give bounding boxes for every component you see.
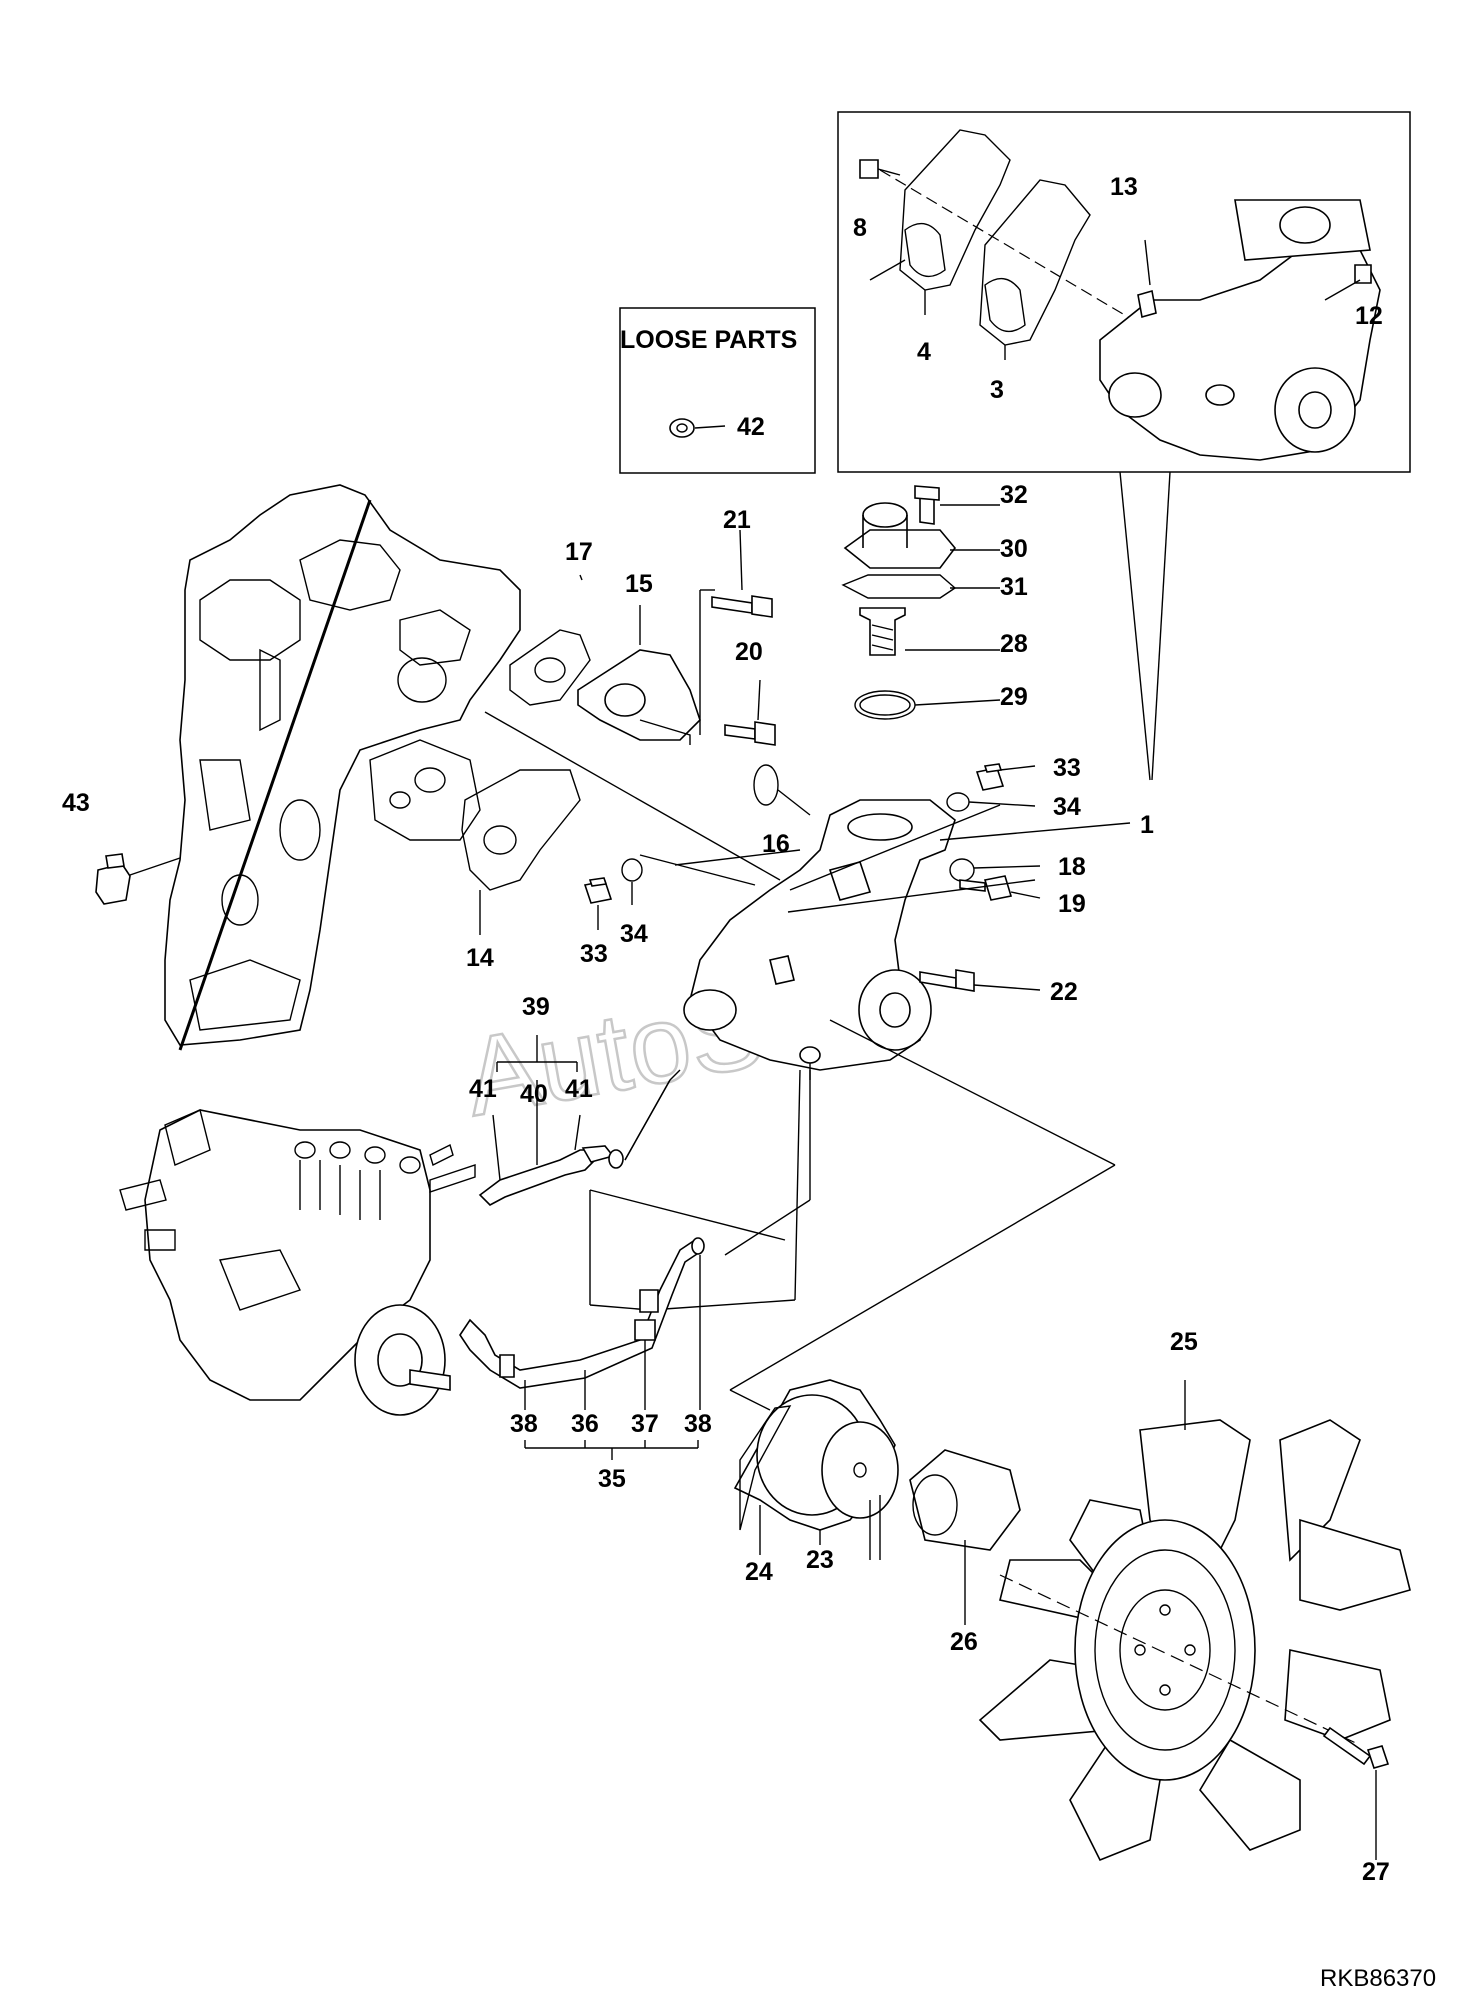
callout-38-left: 38 [510, 1410, 538, 1438]
callout-21: 21 [723, 506, 751, 534]
callout-33-right: 33 [1053, 754, 1081, 782]
callout-38-right: 38 [684, 1410, 712, 1438]
callout-40: 40 [520, 1080, 548, 1108]
plug-33-34-right [946, 763, 1036, 812]
bolt-18-19 [949, 858, 1041, 901]
cylinder-head-block [164, 484, 521, 1051]
loose-parts-box: LOOSE PARTS [619, 307, 816, 474]
callout-34-left: 34 [620, 920, 648, 948]
callout-1: 1 [1140, 811, 1154, 839]
callout-22: 22 [1050, 978, 1078, 1006]
callout-14: 14 [466, 944, 494, 972]
callout-39: 39 [522, 993, 550, 1021]
callout-labels: 8 13 12 4 3 42 32 21 17 15 30 31 28 20 2… [62, 173, 1390, 1886]
callout-24: 24 [745, 1558, 773, 1586]
callout-34-right: 34 [1053, 793, 1081, 821]
drain-plug-43 [95, 853, 181, 905]
callout-42: 42 [737, 413, 765, 441]
callout-20: 20 [735, 638, 763, 666]
callout-18: 18 [1058, 853, 1086, 881]
plug-33-34-left [583, 858, 643, 930]
callout-16: 16 [762, 830, 790, 858]
leader-1 [939, 822, 1131, 841]
thermostat-assembly [841, 485, 957, 720]
injection-pump [119, 1109, 476, 1416]
callout-27: 27 [1362, 1858, 1390, 1886]
callout-25: 25 [1170, 1328, 1198, 1356]
loose-parts-title: LOOSE PARTS [620, 326, 797, 354]
water-outlet-15-17 [509, 589, 715, 745]
cooling-fan-25 [978, 1380, 1411, 1862]
callout-43: 43 [62, 789, 90, 817]
detail-box [837, 111, 1411, 781]
callout-8: 8 [853, 214, 867, 242]
reference-code: RKB86370 [1320, 1965, 1436, 1992]
callout-23: 23 [806, 1546, 834, 1574]
bolt-22 [919, 969, 1041, 992]
callout-12: 12 [1355, 302, 1383, 330]
gasket-14 [461, 769, 581, 935]
callout-17: 17 [565, 538, 593, 566]
assembly-lines [484, 711, 1116, 1411]
o-ring-16 [753, 764, 811, 816]
hose-assembly-39 [478, 1035, 671, 1206]
callout-15: 15 [625, 570, 653, 598]
fan-drive [733, 1379, 1021, 1625]
callout-37: 37 [631, 1410, 659, 1438]
callout-30: 30 [1000, 535, 1028, 563]
callout-4: 4 [917, 338, 931, 366]
bolt-27 [1322, 1726, 1390, 1860]
callout-32: 32 [1000, 481, 1028, 509]
callout-28: 28 [1000, 630, 1028, 658]
callout-13: 13 [1110, 173, 1138, 201]
callout-3: 3 [990, 376, 1004, 404]
water-pipe-35 [459, 1237, 705, 1460]
callout-35: 35 [598, 1465, 626, 1493]
callout-33-left: 33 [580, 940, 608, 968]
bolts-20-21 [711, 529, 776, 746]
callout-36: 36 [571, 1410, 599, 1438]
water-pump-body [683, 799, 956, 1080]
callout-19: 19 [1058, 890, 1086, 918]
callout-29: 29 [1000, 683, 1028, 711]
callout-41-right: 41 [565, 1075, 593, 1103]
leader-lines [579, 239, 1361, 706]
callout-41-left: 41 [469, 1075, 497, 1103]
callout-26: 26 [950, 1628, 978, 1656]
callout-31: 31 [1000, 573, 1028, 601]
